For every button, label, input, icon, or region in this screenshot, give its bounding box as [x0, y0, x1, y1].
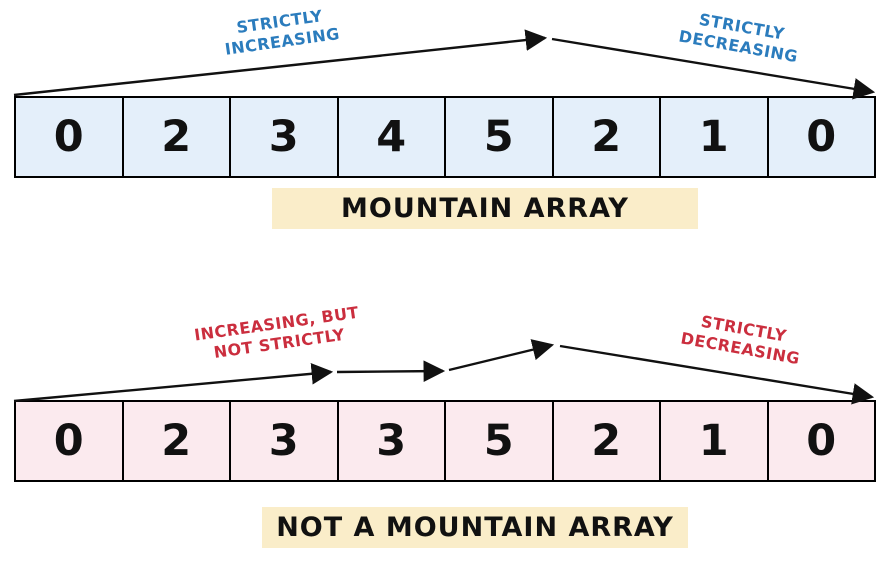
strictly-decreasing-label: STRICTLY DECREASING	[648, 2, 832, 73]
array-cell: 0	[806, 416, 837, 466]
not-mountain-array-caption: NOT A MOUNTAIN ARRAY	[262, 507, 688, 548]
array-cell: 3	[231, 402, 339, 480]
array-cell: 5	[446, 402, 554, 480]
mountain-array-caption: MOUNTAIN ARRAY	[272, 188, 698, 229]
array-cell: 0	[806, 112, 837, 162]
increasing-not-strictly-label: INCREASING, BUT NOT STRICTLY	[178, 301, 378, 368]
array-cell: 5	[446, 98, 554, 176]
array-cell: 2	[554, 98, 661, 176]
array-cell: 3	[231, 98, 339, 176]
array-cell: 0	[16, 402, 124, 480]
array-cell: 2	[124, 402, 231, 480]
increasing-arrow-2	[13, 363, 334, 403]
strictly-increasing-label: STRICTLY INCREASING	[189, 0, 373, 64]
array-cell: 4	[339, 98, 446, 176]
not-mountain-array: 0 2 3 3 5 2 1 0	[14, 400, 876, 482]
mountain-array: 0 2 3 4 5 2 1 0	[14, 96, 876, 178]
array-cell: 3	[339, 402, 446, 480]
array-cell: 2	[554, 402, 661, 480]
increasing-arrow-3	[448, 339, 555, 372]
array-cell: 0	[16, 98, 124, 176]
array-cell: 1	[661, 98, 769, 176]
array-cell: 1	[661, 402, 769, 480]
strictly-decreasing-label-2: STRICTLY DECREASING	[650, 304, 834, 375]
flat-arrow	[336, 360, 446, 382]
array-cell: 2	[124, 98, 231, 176]
